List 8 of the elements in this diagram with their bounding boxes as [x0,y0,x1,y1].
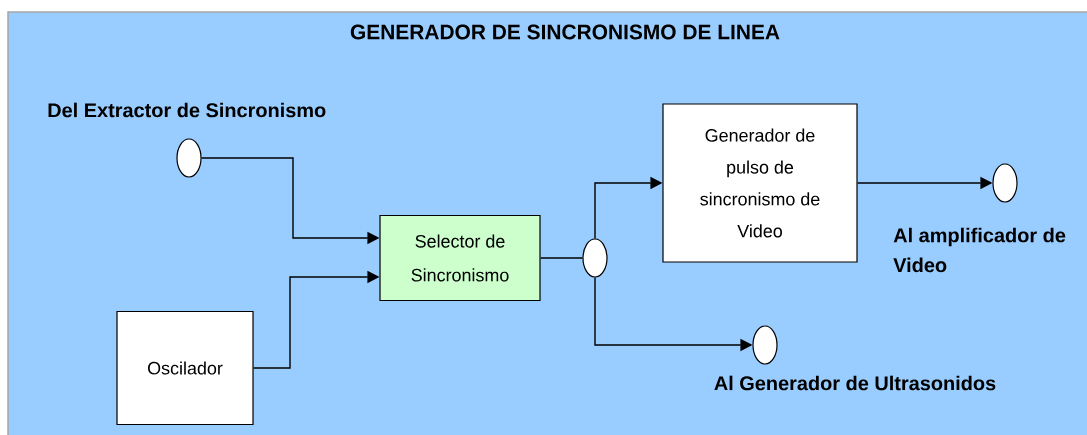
title: GENERADOR DE SINCRONISMO DE LINEA [350,24,780,40]
process-box: Oscilador [116,310,254,426]
connector-circle [582,238,608,278]
connector-label: Al Generador de Ultrasonidos [714,375,996,391]
process-box: Generador de pulso de sincronismo de Video [662,103,858,263]
connector-label: Al amplificador de Video [893,227,1066,273]
connector-label: Del Extractor de Sincronismo [48,102,326,118]
process-box: Selector de Sincronismo [379,214,541,302]
